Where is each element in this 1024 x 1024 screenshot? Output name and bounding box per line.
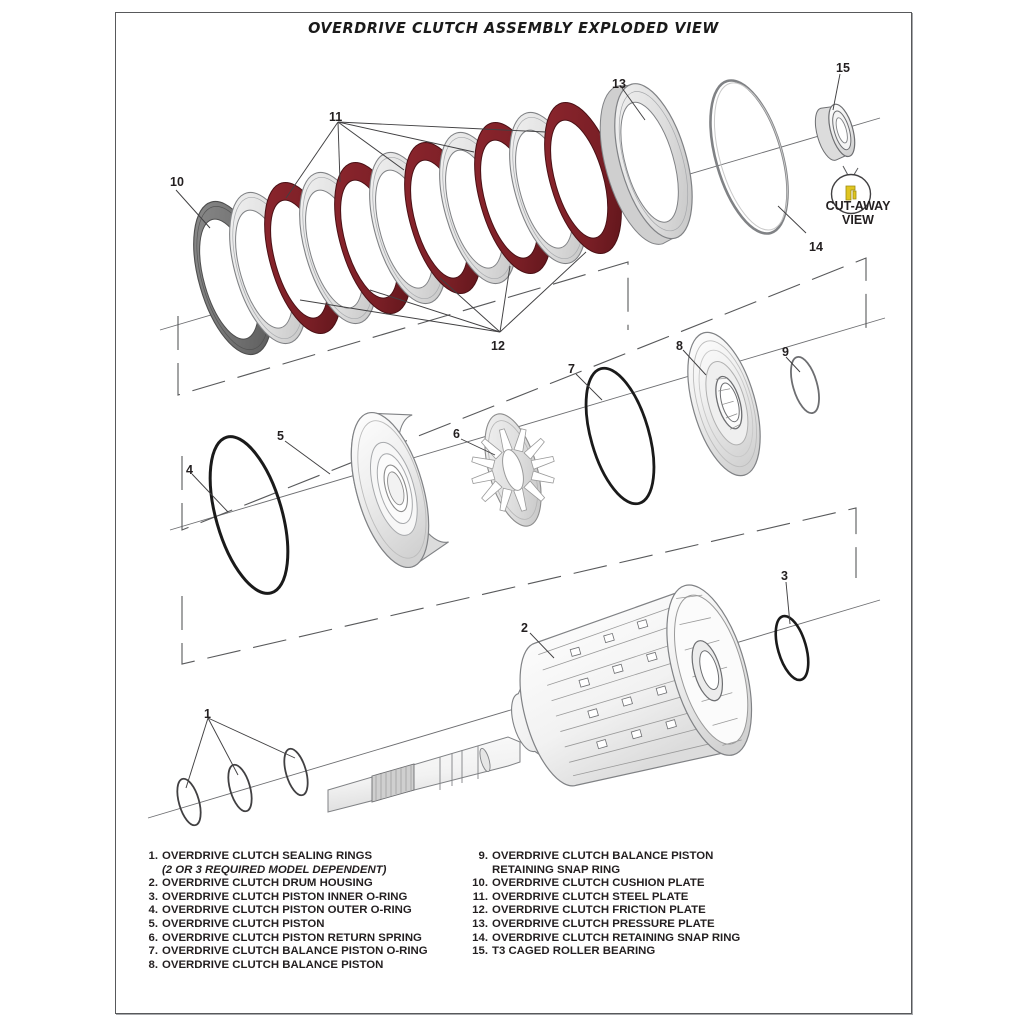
legend-item: 10. OVERDRIVE CLUTCH CUSHION PLATE [467, 877, 867, 891]
legend-item: 12. OVERDRIVE CLUTCH FRICTION PLATE [467, 904, 867, 918]
callout-1: 1 [204, 707, 211, 721]
legend-text: OVERDRIVE CLUTCH CUSHION PLATE [492, 877, 705, 890]
cutaway-label-line2: VIEW [842, 212, 874, 227]
legend-text: OVERDRIVE CLUTCH BALANCE PISTON [492, 850, 714, 862]
callout-12: 12 [491, 339, 505, 353]
piston-inner-oring-3 [774, 614, 810, 682]
legend-text: T3 CAGED ROLLER BEARING [492, 945, 656, 958]
legend-text: OVERDRIVE CLUTCH PISTON [162, 917, 325, 930]
piston-return-spring-6 [471, 413, 555, 527]
legend-number: 9. [478, 850, 489, 862]
legend-item: 7.OVERDRIVE CLUTCH BALANCE PISTON O-RING [137, 945, 467, 959]
legend-number: 8. [148, 958, 159, 971]
legend-column-left: 1.OVERDRIVE CLUTCH SEALING RINGS (2 OR 3… [137, 850, 467, 972]
balance-piston-8 [687, 331, 761, 477]
callout-10: 10 [170, 175, 184, 189]
output-shaft [327, 736, 521, 813]
legend-item: 4.OVERDRIVE CLUTCH PISTON OUTER O-RING [137, 904, 467, 918]
cutaway-view-label: CUT-AWAY VIEW [810, 199, 906, 227]
pressure-plate-13 [599, 83, 693, 245]
legend-text: OVERDRIVE CLUTCH DRUM HOUSING [162, 877, 373, 890]
callout-4: 4 [186, 463, 193, 477]
page-title: OVERDRIVE CLUTCH ASSEMBLY EXPLODED VIEW [308, 19, 719, 37]
legend-number: 3. [148, 890, 159, 903]
legend-number: 11. [472, 890, 488, 903]
group-bracket-drum [181, 507, 857, 665]
roller-bearing-15 [814, 103, 856, 161]
legend-number: 14. [472, 931, 488, 944]
legend-item: 5.OVERDRIVE CLUTCH PISTON [137, 918, 467, 932]
legend-text: OVERDRIVE CLUTCH BALANCE PISTON O-RING [162, 945, 428, 958]
callout-5: 5 [277, 429, 284, 443]
legend-text: OVERDRIVE CLUTCH PISTON RETURN SPRING [162, 931, 422, 944]
leader-lines-middle [191, 349, 801, 513]
group-bracket-piston-pack [181, 257, 867, 531]
piston-assembly-row [208, 331, 820, 595]
legend-text: OVERDRIVE CLUTCH PRESSURE PLATE [492, 917, 715, 930]
legend-item: 3.OVERDRIVE CLUTCH PISTON INNER O-RING [137, 891, 467, 905]
leader-lines-bottom [185, 581, 791, 789]
callout-3: 3 [781, 569, 788, 583]
legend-item: 2.OVERDRIVE CLUTCH DRUM HOUSING [137, 877, 467, 891]
legend-text: OVERDRIVE CLUTCH PISTON INNER O-RING [162, 890, 408, 903]
legend-number: 4. [148, 904, 159, 917]
legend-number: 6. [148, 931, 159, 944]
legend-item: 1.OVERDRIVE CLUTCH SEALING RINGS [137, 850, 467, 864]
legend-text: OVERDRIVE CLUTCH SEALING RINGS [162, 850, 373, 862]
cutaway-roller-icon [845, 185, 857, 201]
legend-item: 15. T3 CAGED ROLLER BEARING [467, 945, 867, 959]
group-bracket-clutch-pack [177, 261, 629, 396]
legend-item: 8.OVERDRIVE CLUTCH BALANCE PISTON [137, 959, 467, 973]
callout-8: 8 [676, 339, 683, 353]
sealing-rings-1 [176, 747, 309, 827]
callout-7: 7 [568, 362, 575, 376]
legend-item: 11. OVERDRIVE CLUTCH STEEL PLATE [467, 891, 867, 905]
piston-outer-oring-4 [208, 435, 290, 595]
legend-text: OVERDRIVE CLUTCH PISTON OUTER O-RING [162, 904, 412, 917]
legend-number: 15. [472, 945, 488, 958]
callout-13: 13 [612, 77, 626, 91]
legend-number: 7. [148, 945, 159, 958]
clutch-piston-5 [350, 411, 449, 569]
legend-item: 13. OVERDRIVE CLUTCH PRESSURE PLATE [467, 918, 867, 932]
callout-11: 11 [329, 110, 343, 124]
drum-assembly-row [176, 584, 810, 827]
callout-2: 2 [521, 621, 528, 635]
drum-housing-2 [511, 584, 753, 787]
legend-number: 2. [148, 877, 159, 890]
legend-number: 5. [148, 917, 159, 930]
retaining-snap-ring-14 [709, 79, 789, 235]
legend-text: OVERDRIVE CLUTCH RETAINING SNAP RING [492, 931, 741, 944]
leader-lines-top [175, 73, 841, 333]
callout-9: 9 [782, 345, 789, 359]
legend-item: 6.OVERDRIVE CLUTCH PISTON RETURN SPRING [137, 932, 467, 946]
legend-text: OVERDRIVE CLUTCH BALANCE PISTON [162, 958, 384, 971]
parts-legend: 1.OVERDRIVE CLUTCH SEALING RINGS (2 OR 3… [137, 850, 877, 972]
callout-14: 14 [809, 240, 823, 254]
legend-text: OVERDRIVE CLUTCH STEEL PLATE [492, 890, 689, 903]
legend-column-right: 9.OVERDRIVE CLUTCH BALANCE PISTON RETAIN… [467, 850, 867, 972]
legend-number: 13. [472, 917, 488, 930]
legend-item: 14. OVERDRIVE CLUTCH RETAINING SNAP RING [467, 932, 867, 946]
callout-15: 15 [836, 61, 850, 75]
legend-number: 10. [472, 877, 488, 890]
legend-number: 12. [472, 904, 488, 917]
balance-retaining-snap-ring-9 [790, 356, 820, 414]
legend-subnote: (2 OR 3 REQUIRED MODEL DEPENDENT) [162, 863, 387, 876]
legend-number: 1. [148, 850, 159, 862]
legend-text: OVERDRIVE CLUTCH FRICTION PLATE [492, 904, 706, 917]
legend-continuation: RETAINING SNAP RING [492, 863, 621, 876]
callout-6: 6 [453, 427, 460, 441]
cutaway-detail-bubble [830, 165, 872, 215]
cutaway-label-line1: CUT-AWAY [825, 199, 891, 213]
balance-piston-oring-7 [584, 366, 656, 506]
legend-item: 9.OVERDRIVE CLUTCH BALANCE PISTON [467, 850, 867, 864]
clutch-plate-stack [193, 79, 872, 356]
